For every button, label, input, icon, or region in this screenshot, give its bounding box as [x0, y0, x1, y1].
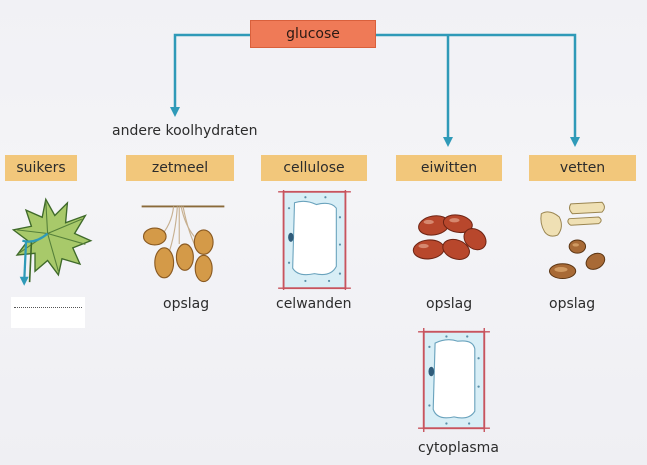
leaf-illustration [11, 197, 93, 286]
caption-zetmeel: opslag [163, 296, 210, 312]
potato-tuber-illustration [141, 205, 225, 283]
caption-cytoplasma: cytoplasma [418, 440, 499, 456]
category-cellulose: cellulose [261, 155, 367, 181]
category-label: eiwitten [420, 160, 478, 176]
connector-left [170, 33, 250, 117]
plant-cell-cytoplasm-illustration [418, 328, 490, 432]
glucose-box: glucose [250, 20, 376, 48]
category-eiwitten: eiwitten [396, 155, 502, 181]
category-label: zetmeel [151, 160, 209, 176]
category-label: cellulose [283, 160, 345, 176]
glucose-label: glucose [286, 26, 340, 42]
category-zetmeel: zetmeel [126, 155, 234, 181]
category-suikers: suikers [5, 155, 77, 181]
caption-eiwitten: opslag [426, 296, 473, 312]
caption-vetten: opslag [549, 296, 596, 312]
bean-seeds-illustration [412, 214, 487, 260]
category-vetten: vetten [529, 155, 636, 181]
connector-right [375, 33, 580, 147]
caption-cellulose: celwanden [276, 296, 352, 312]
plant-cell-illustration [278, 190, 351, 290]
answer-dotted-line [14, 307, 82, 308]
category-label: suikers [16, 160, 66, 176]
category-label: vetten [559, 160, 606, 176]
nut-seeds-illustration [540, 201, 606, 280]
branch-label: andere koolhydraten [112, 123, 258, 139]
answer-field[interactable] [11, 297, 85, 328]
